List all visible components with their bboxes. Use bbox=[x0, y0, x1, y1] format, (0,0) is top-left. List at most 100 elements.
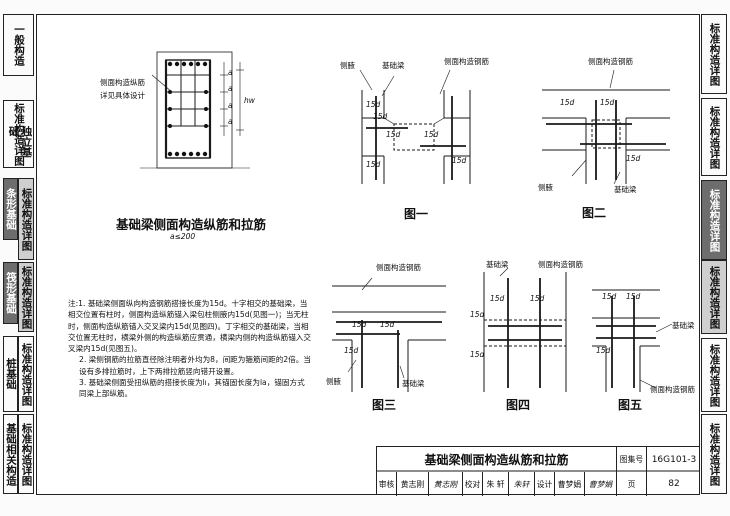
fig1-15d-e: 15d bbox=[366, 160, 381, 169]
fig2-15d-a: 15d bbox=[560, 98, 575, 107]
left-tab-raft-foundation[interactable]: 筏形基础 bbox=[3, 262, 18, 324]
fig5-15d-c: 15d bbox=[596, 346, 611, 355]
note-item-2: 2. 梁侧钢筋的拉筋直径除注明者外均为8，间距为箍筋间距的2倍。当设有多排拉筋时… bbox=[79, 355, 311, 376]
right-tab-label: 标准构造详图 bbox=[708, 22, 721, 86]
check-label: 校对 bbox=[463, 472, 483, 496]
right-tab-label: 标准构造详图 bbox=[708, 105, 721, 169]
right-tab-6[interactable]: 标准构造详图 bbox=[701, 414, 727, 494]
side-note-line2: 详见具体设计 bbox=[100, 91, 145, 100]
reviewer-name: 黄志刚 bbox=[397, 472, 429, 496]
figure-3-drawing bbox=[332, 277, 446, 392]
fig1-beam-label: 基础梁 bbox=[382, 61, 405, 70]
checker-signature: 朱轩 bbox=[509, 472, 535, 496]
left-tab-isolated[interactable]: 独立基础 bbox=[4, 126, 35, 166]
fig4-15d-c: 15d bbox=[470, 310, 485, 319]
checker-name: 朱 轩 bbox=[483, 472, 509, 496]
figure-1-caption: 图一 bbox=[404, 207, 429, 221]
design-label: 设计 bbox=[535, 472, 555, 496]
dim-a-3: a bbox=[228, 101, 233, 110]
fig5-15d-a: 15d bbox=[602, 292, 617, 301]
left-tab-general-detail[interactable]: 标准构造详图 bbox=[3, 100, 34, 168]
designer-signature: 曹梦娟 bbox=[585, 472, 617, 496]
reviewer-signature: 黄志刚 bbox=[429, 472, 463, 496]
fig2-side-bar-label: 侧面构造钢筋 bbox=[588, 57, 633, 66]
figure-1-drawing bbox=[359, 69, 471, 184]
fig4-side-bar-label: 侧面构造钢筋 bbox=[538, 260, 583, 269]
page-number: 82 bbox=[668, 479, 680, 489]
right-tab-2[interactable]: 标准构造详图 bbox=[701, 98, 727, 176]
atlas-number: 16G101-3 bbox=[651, 454, 697, 465]
figure-4-drawing bbox=[483, 267, 567, 392]
fig5-beam-label: 基础梁 bbox=[672, 321, 695, 330]
figure-2-caption: 图二 bbox=[582, 206, 607, 220]
left-tab-label: 标准构造详图 bbox=[13, 102, 25, 166]
fig1-15d-a: 15d bbox=[366, 100, 381, 109]
review-label: 审核 bbox=[377, 472, 397, 496]
notes-prefix: 注: bbox=[68, 299, 79, 308]
fig2-beam-label: 基础梁 bbox=[614, 185, 637, 194]
left-tab-pile-detail[interactable]: 标准构造详图 bbox=[18, 336, 34, 412]
left-tab-label: 独立基础 bbox=[7, 126, 33, 158]
fig3-15d-c: 15d bbox=[344, 346, 359, 355]
left-tab-label: 桩基础 bbox=[5, 358, 17, 390]
dim-hw: hw bbox=[244, 96, 255, 105]
section-title: 基础梁侧面构造纵筋和拉筋 bbox=[116, 217, 267, 232]
fig1-15d-f: 15d bbox=[452, 156, 467, 165]
right-tab-label: 标准构造详图 bbox=[708, 265, 721, 329]
left-tab-label: 标准构造详图 bbox=[20, 422, 33, 486]
left-tab-label: 一般构造 bbox=[13, 24, 25, 66]
title-block: 基础梁侧面构造纵筋和拉筋 图集号 16G101-3 审核 黄志刚 黄志刚 校对 … bbox=[376, 446, 700, 496]
notes-block: 注:1. 基础梁侧面纵向构造钢筋搭接长度为15d。十字相交的基础梁，当相交位置有… bbox=[68, 298, 312, 400]
fig1-side-bar-label: 侧面构造钢筋 bbox=[444, 57, 489, 66]
right-tab-5[interactable]: 标准构造详图 bbox=[701, 338, 727, 412]
left-tab-raft-detail[interactable]: 标准构造详图 bbox=[18, 262, 34, 332]
figure-5-caption: 图五 bbox=[618, 398, 643, 412]
left-tab-general[interactable]: 一般构造 bbox=[3, 14, 34, 76]
right-tab-label: 标准构造详图 bbox=[708, 343, 721, 407]
left-tab-label: 筏形基础 bbox=[5, 272, 17, 314]
fig3-side-bar-label: 侧面构造钢筋 bbox=[376, 263, 421, 272]
fig3-side-web-label: 侧腋 bbox=[326, 377, 341, 386]
dim-a-1: a bbox=[228, 68, 233, 77]
left-tab-label: 标准构造详图 bbox=[20, 187, 33, 251]
figure-4-caption: 图四 bbox=[506, 398, 531, 412]
right-tab-1[interactable]: 标准构造详图 bbox=[701, 14, 727, 94]
right-tab-4[interactable]: 标准构造详图 bbox=[701, 260, 727, 334]
left-tab-label: 标准构造详图 bbox=[20, 342, 33, 406]
fig4-beam-label: 基础梁 bbox=[486, 260, 509, 269]
right-tab-3[interactable]: 标准构造详图 bbox=[701, 180, 727, 260]
fig1-15d-d: 15d bbox=[424, 130, 439, 139]
left-tab-related-detail[interactable]: 标准构造详图 bbox=[18, 414, 34, 494]
fig3-beam-label: 基础梁 bbox=[402, 379, 425, 388]
fig2-15d-c: 15d bbox=[626, 154, 641, 163]
fig4-15d-d: 15d bbox=[470, 350, 485, 359]
dim-a-2: a bbox=[228, 84, 233, 93]
left-tab-label: 基础相关构造 bbox=[5, 422, 17, 486]
fig4-15d-b: 15d bbox=[530, 294, 545, 303]
figure-3-caption: 图三 bbox=[372, 398, 397, 412]
left-tab-label: 条形基础 bbox=[5, 188, 17, 230]
drawing-frame bbox=[36, 14, 700, 495]
left-tab-related[interactable]: 基础相关构造 bbox=[3, 414, 18, 494]
left-tab-label: 标准构造详图 bbox=[20, 265, 33, 329]
drawing-title: 基础梁侧面构造纵筋和拉筋 bbox=[377, 447, 617, 472]
right-tab-label: 标准构造详图 bbox=[708, 422, 721, 486]
left-tab-strip-detail[interactable]: 标准构造详图 bbox=[18, 178, 34, 260]
section-subtitle: a≤200 bbox=[170, 232, 196, 241]
designer-name: 曹梦娟 bbox=[555, 472, 585, 496]
figure-2-drawing bbox=[542, 69, 670, 185]
page-label: 页 bbox=[617, 472, 647, 496]
fig4-15d-a: 15d bbox=[490, 294, 505, 303]
fig1-15d-c: 15d bbox=[386, 130, 401, 139]
note-item-1: 1. 基础梁侧面纵向构造钢筋搭接长度为15d。十字相交的基础梁，当相交位置有柱时… bbox=[68, 299, 311, 354]
fig3-15d-a: 15d bbox=[352, 320, 367, 329]
left-tab-pile-foundation[interactable]: 桩基础 bbox=[3, 336, 18, 412]
fig2-side-web-label: 侧腋 bbox=[538, 183, 553, 192]
note-item-3: 3. 基础梁侧面受扭纵筋的搭接长度为lı，其锚固长度为la，锚固方式同梁上部纵筋… bbox=[79, 378, 305, 399]
left-tab-strip-foundation[interactable]: 条形基础 bbox=[3, 178, 18, 240]
right-tab-label: 标准构造详图 bbox=[708, 188, 721, 252]
fig5-side-bar-label: 侧面构造钢筋 bbox=[650, 385, 695, 394]
fig2-15d-b: 15d bbox=[600, 98, 615, 107]
